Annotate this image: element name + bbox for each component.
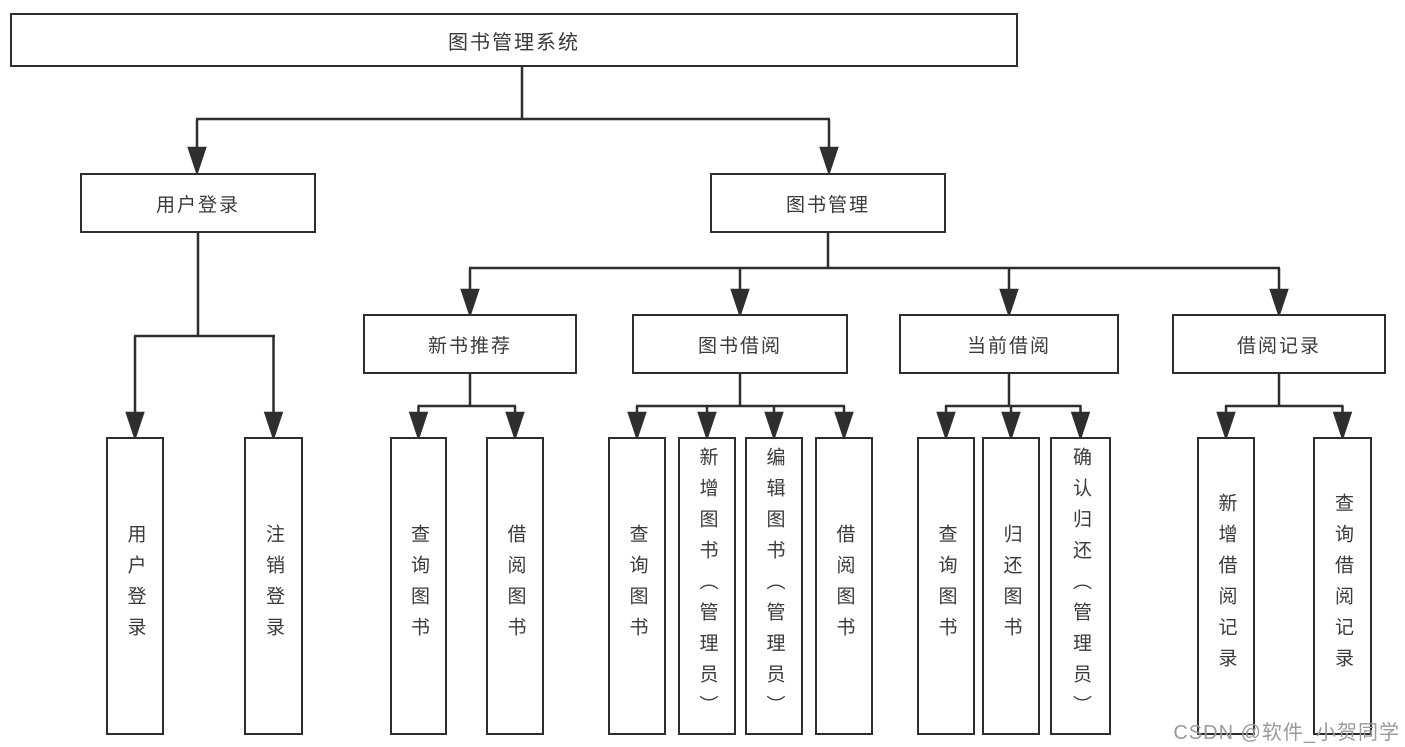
leaf-borrow-edit-books-admin: 编辑图书（管理员） bbox=[745, 437, 803, 735]
leaf-newbook-query-books-label: 查询图书 bbox=[408, 524, 429, 648]
leaf-borrow-query-books: 查询图书 bbox=[608, 437, 666, 735]
node-book-management: 图书管理 bbox=[710, 173, 946, 233]
leaf-newbook-borrow-books: 借阅图书 bbox=[486, 437, 544, 735]
node-user-login-label: 用户登录 bbox=[155, 194, 240, 216]
leaf-logout: 注销登录 bbox=[244, 437, 303, 735]
leaf-records-query-record-label: 查询借阅记录 bbox=[1332, 493, 1353, 679]
leaf-borrow-borrow-books-label: 借阅图书 bbox=[833, 524, 855, 648]
node-book-borrow-label: 图书借阅 bbox=[697, 335, 782, 357]
leaf-user-login: 用户登录 bbox=[106, 437, 164, 735]
node-current-borrow-label: 当前借阅 bbox=[966, 335, 1051, 357]
leaf-records-add-record-label: 新增借阅记录 bbox=[1215, 493, 1237, 679]
leaf-borrow-edit-books-admin-label: 编辑图书（管理员） bbox=[763, 446, 785, 726]
connector-new-book-to-leaves bbox=[408, 374, 525, 441]
leaf-current-query-books: 查询图书 bbox=[917, 437, 975, 735]
leaf-logout-label: 注销登录 bbox=[263, 524, 284, 648]
connector-book-mgmt-to-level3 bbox=[460, 233, 1289, 318]
node-book-borrow: 图书借阅 bbox=[632, 314, 848, 374]
connector-root-to-level2 bbox=[187, 66, 839, 176]
leaf-current-return-books-label: 归还图书 bbox=[1000, 524, 1022, 648]
node-book-management-label: 图书管理 bbox=[785, 194, 870, 216]
node-new-book-recommend-label: 新书推荐 bbox=[427, 335, 512, 357]
leaf-borrow-add-books-admin-label: 新增图书（管理员） bbox=[696, 446, 718, 726]
leaf-newbook-borrow-books-label: 借阅图书 bbox=[504, 524, 526, 648]
leaf-current-confirm-return-admin-label: 确认归还（管理员） bbox=[1070, 446, 1091, 726]
connector-book-borrow-to-leaves bbox=[627, 374, 854, 441]
watermark: CSDN @软件_小贺同学 bbox=[1173, 722, 1400, 744]
leaf-user-login-label: 用户登录 bbox=[124, 524, 146, 648]
leaf-records-add-record: 新增借阅记录 bbox=[1197, 437, 1255, 735]
connector-user-login-to-leaves bbox=[125, 233, 284, 441]
connector-borrow-records-to-leaves bbox=[1216, 374, 1353, 441]
leaf-current-confirm-return-admin: 确认归还（管理员） bbox=[1050, 437, 1111, 735]
node-library-system: 图书管理系统 bbox=[10, 13, 1018, 67]
node-borrow-records: 借阅记录 bbox=[1172, 314, 1386, 374]
leaf-current-query-books-label: 查询图书 bbox=[935, 524, 957, 648]
leaf-borrow-add-books-admin: 新增图书（管理员） bbox=[678, 437, 736, 735]
leaf-records-query-record: 查询借阅记录 bbox=[1313, 437, 1372, 735]
leaf-borrow-query-books-label: 查询图书 bbox=[626, 524, 648, 648]
node-user-login: 用户登录 bbox=[80, 173, 316, 233]
leaf-newbook-query-books: 查询图书 bbox=[390, 437, 447, 735]
node-new-book-recommend: 新书推荐 bbox=[363, 314, 577, 374]
leaf-borrow-borrow-books: 借阅图书 bbox=[815, 437, 873, 735]
leaf-current-return-books: 归还图书 bbox=[982, 437, 1040, 735]
connector-current-borrow-to-leaves bbox=[936, 374, 1091, 441]
node-current-borrow: 当前借阅 bbox=[899, 314, 1119, 374]
node-library-system-label: 图书管理系统 bbox=[448, 31, 580, 54]
node-borrow-records-label: 借阅记录 bbox=[1236, 335, 1321, 357]
